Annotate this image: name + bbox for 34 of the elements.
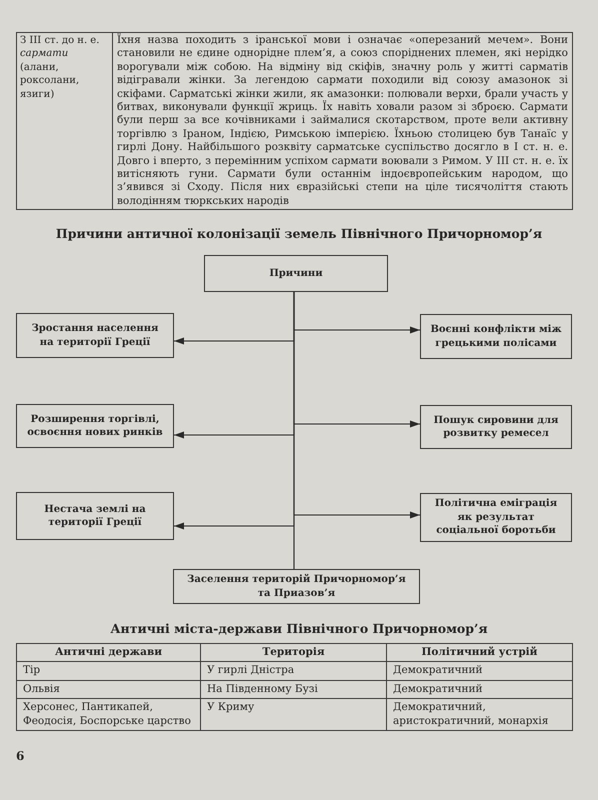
connector-line <box>293 292 295 569</box>
table-cell: Демократичний, аристократичний, монархія <box>386 698 572 731</box>
table-cell: Херсонес, Пантикапей, Феодосія, Боспорське царство <box>16 698 200 731</box>
cause-box <box>420 405 572 449</box>
table-cell: Тір <box>16 662 200 680</box>
cause-box <box>16 404 174 448</box>
table-cell: Їхня назва походить з іранської мови і означає «оперезаний мечем». Вони становили не єдине однорідне плем’я, а союз споріднених племен, які нерідко ворогували між собою. На відміну від скіфів, значну роль у житті сарматів відігравали жінки. За легендою сармати походили від союзу амазонок зі скіфами. Сарматські жінки жили, як амазонки: полювали верхи, брали участь у битвах, виконували функції жриць. Їх навіть ховали разом зі зброєю. Сармати були перш за все кочівниками і займалися скотарством, проте вели активну торгівлю з Іраном, Індією, Римською імперією. Їхньою столицею був Танаїс у гирлі Дону. Найбільшого розквіту сарматське суспільство досягло в І ст. н. е. Довго і вперто, з перемінним успіхом сармати воювали з Римом. У ІІІ ст. н. е. їх витісняють гуни. Сармати були останнім індоєвропейським народом, що з’явився зі Сходу. Після них євразійські степи на ціле тисячоліття стають володінням тюркських народів <box>112 32 572 210</box>
table-cell: Ольвія <box>16 680 200 699</box>
result-box <box>173 569 420 604</box>
column-header: Античні держави <box>16 644 200 662</box>
page-number: 6 <box>16 749 24 763</box>
column-header: Політичний устрій <box>386 644 572 662</box>
box-label: Зростання населення на території Греції <box>31 322 159 349</box>
cause-box <box>16 492 174 540</box>
table-title: Античні міста-держави Північного Причорномор’я <box>109 621 489 637</box>
box-label: Причини <box>269 266 323 280</box>
box-label: Нестача землі на території Греції <box>43 502 147 530</box>
table-cell: У гирлі Дністра <box>200 662 386 680</box>
table-cell: У Криму <box>200 698 386 731</box>
box-label: Заселення територій Причорномор’я та Приазов’я <box>186 573 407 600</box>
cause-box <box>420 493 572 542</box>
table-cell: На Південному Бузі <box>200 680 386 699</box>
box-label: Розширення торгівлі, освоєння нових ринків <box>26 412 164 440</box>
cause-box <box>420 314 572 359</box>
column-header: Територія <box>200 644 386 662</box>
root-box <box>204 255 388 292</box>
table-cell: З ІІІ ст. до н. е. сармати (алани, роксолани, язиги) <box>16 32 112 210</box>
box-label: Політична еміграція як результат соціальної боротьби <box>434 497 558 538</box>
diagram-title: Причини античної колонізації земель Північного Причорномор’я <box>54 226 544 242</box>
box-label: Воєнні конфлікти між грецькими полісами <box>429 323 563 350</box>
table-cell: Демократичний <box>386 662 572 680</box>
table-cell: Демократичний <box>386 680 572 699</box>
box-label: Пошук сировини для розвитку ремесел <box>432 414 560 440</box>
cause-box <box>16 313 174 358</box>
